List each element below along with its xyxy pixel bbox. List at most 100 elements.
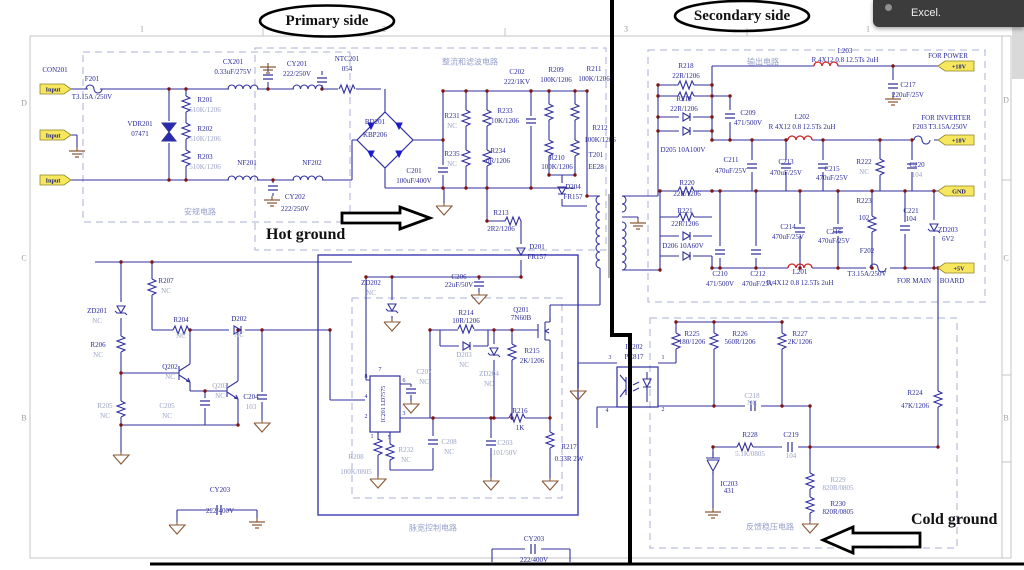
mosfet-icon [537, 318, 551, 344]
component-value: NC [747, 399, 757, 407]
component-label: C205 [159, 402, 175, 410]
component-value: 22R/1206 [671, 220, 699, 228]
component-value: 510K/1206 [189, 135, 221, 143]
excel-notification-toast[interactable]: Excel. [873, 0, 1024, 27]
component-value: 0.33R 2W [554, 455, 584, 463]
component-label: R209 [548, 66, 564, 74]
resistor-icon [115, 335, 127, 353]
junction-dot [891, 64, 895, 68]
component-label: R234 [490, 147, 506, 155]
resistor-icon [180, 149, 192, 167]
component-label: NF201 [237, 159, 257, 167]
isolation-divider-line [610, 0, 632, 563]
io-tag [937, 262, 975, 274]
component-label: BD201 [364, 118, 386, 126]
component-label: C213 [778, 158, 794, 166]
component-label: FOR INVERTER [921, 114, 971, 122]
primary-side-label: Primary side [285, 13, 369, 29]
capacitor-icon [888, 83, 898, 89]
io-tag-label: +18V [952, 137, 967, 144]
earth-ground-icon [885, 95, 901, 106]
component-value: EE28 [588, 163, 604, 171]
capacitor-icon [526, 118, 536, 124]
junction-dot [750, 138, 754, 142]
resistor-icon [172, 324, 190, 336]
junction-dot [492, 416, 496, 420]
io-tag [39, 174, 72, 186]
component-value: 510K/1206 [189, 106, 221, 114]
window-edge-strip [1012, 27, 1024, 79]
component-value: NC [162, 412, 172, 420]
component-label: R201 [197, 96, 213, 104]
component-label: C217 [900, 81, 916, 89]
secondary-side-ellipse [673, 0, 811, 33]
component-value: 470uF/25V [715, 167, 747, 175]
resistor-icon [146, 278, 158, 296]
junction-dot [836, 189, 840, 193]
capacitor-icon [715, 249, 725, 255]
component-value: FR157 [527, 253, 547, 261]
component-label: R204 [173, 316, 189, 324]
component-value: 101/50V [492, 449, 518, 457]
junction-dot [260, 328, 264, 332]
bridge-diode-icon [367, 150, 375, 159]
component-value: T3.15A/250V [847, 270, 887, 278]
bridge-diode-icon [395, 150, 403, 159]
junction-dot [780, 404, 784, 408]
triangle-ground-icon [168, 522, 187, 535]
primary-side-ellipse [258, 4, 396, 38]
junction-dot [547, 89, 551, 93]
diode-icon [516, 247, 526, 257]
component-value: 100K/1206 [578, 75, 610, 83]
earth-ground-icon [630, 219, 646, 230]
component-label: R216 [512, 407, 528, 415]
junction-dot [718, 266, 722, 270]
triangle-ground-icon [435, 203, 454, 216]
diode-icon [462, 341, 472, 351]
junction-dot [932, 266, 936, 270]
earth-ground-icon [705, 508, 721, 519]
triangle-ground-icon [253, 420, 272, 433]
component-value: 2K/1206 [787, 338, 813, 346]
component-label: R233 [497, 107, 513, 115]
component-label: R205 [97, 402, 113, 410]
fuse-icon [913, 135, 931, 145]
diode-icon [682, 231, 692, 241]
io-tag [39, 83, 72, 95]
zener-diode-icon [487, 347, 501, 358]
component-label: C220 [909, 161, 925, 169]
diode-icon [682, 126, 692, 136]
component-label: D206 10A60V [662, 242, 704, 250]
pin-number: 2 [661, 407, 665, 413]
capacitor-icon [833, 227, 843, 233]
transformer-primary-icon [595, 195, 601, 274]
component-value: 22uF/50V [444, 281, 474, 289]
io-tag [39, 129, 72, 141]
component-label: L202 [794, 113, 810, 121]
pin-number: 3 [608, 355, 612, 361]
component-value: NC [215, 392, 225, 400]
junction-dot [119, 371, 123, 375]
choke-icon [227, 84, 259, 90]
junction-dot [364, 275, 368, 279]
resistor-icon [543, 103, 555, 121]
junction-dot [167, 87, 171, 91]
component-label: C202 [509, 68, 525, 76]
component-value: 820R/0805 [822, 508, 854, 516]
component-label: F202 [859, 247, 875, 255]
component-label: ZD204 [479, 370, 499, 378]
component-label: Q203 [212, 382, 228, 390]
pin-number: 2 [364, 414, 368, 420]
component-label: R211 [586, 65, 602, 73]
capacitor-icon [268, 185, 278, 191]
grid-ref-label: D [21, 98, 27, 108]
junction-dot [271, 178, 275, 182]
component-label: Q201 [513, 306, 529, 314]
component-label: R213 [493, 209, 509, 217]
component-label: C212 [750, 270, 766, 278]
component-value: 471/500V [706, 280, 734, 288]
junction-dot [932, 189, 936, 193]
component-label: R217 [561, 443, 577, 451]
component-label: C221 [903, 207, 919, 215]
